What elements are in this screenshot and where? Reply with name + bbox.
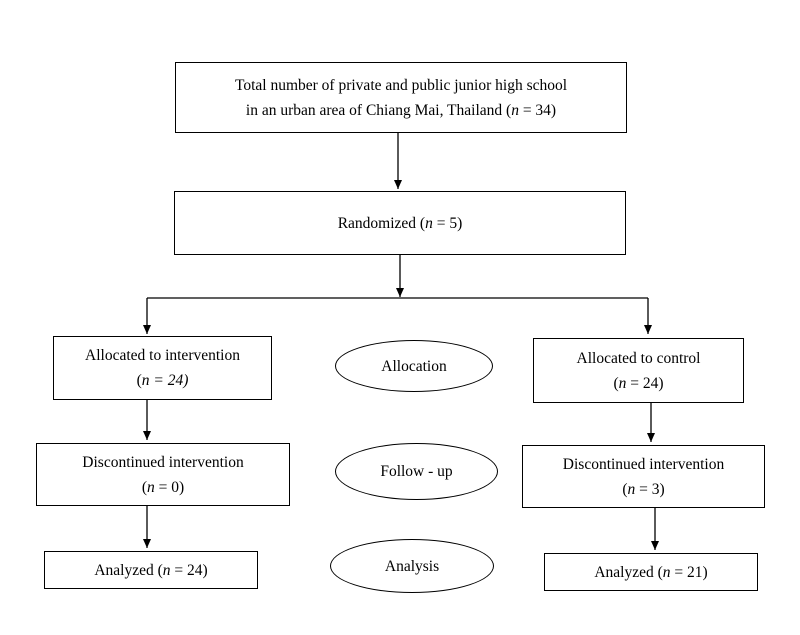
disc-control-line2-suffix: = 3): [635, 480, 665, 498]
analyzed-control-text: Analyzed (n = 21): [594, 560, 707, 585]
discontinued-control-box: Discontinued intervention (n = 3): [522, 445, 765, 508]
analyzed-control-n-label: n: [662, 563, 671, 581]
randomized-box: Randomized (n = 5): [174, 191, 626, 255]
disc-intervention-line2-prefix: (: [141, 478, 147, 496]
disc-control-n-label: n: [627, 480, 636, 498]
disc-intervention-line1: Discontinued intervention: [82, 453, 244, 471]
alloc-control-line2: (n = 24): [613, 371, 663, 396]
disc-control-line2-prefix: (: [622, 480, 628, 498]
stage-analysis-oval: Analysis: [330, 539, 494, 593]
disc-intervention-line2-suffix: = 0): [154, 478, 185, 496]
stage-analysis-label: Analysis: [384, 557, 440, 575]
total-n-label: n: [511, 101, 519, 119]
analyzed-intervention-text: Analyzed (n = 24): [94, 558, 207, 583]
total-line1: Total number of private and public junio…: [234, 76, 568, 94]
analyzed-control-box: Analyzed (n = 21): [544, 553, 758, 591]
analyzed-intervention-prefix: Analyzed (: [94, 561, 163, 579]
analyzed-intervention-n-label: n: [162, 561, 171, 579]
total-line2-prefix: in an urban area of Chiang Mai, Thailand…: [245, 101, 512, 119]
alloc-control-line2-suffix: = 24): [626, 374, 664, 392]
stage-follow-up-label: Follow - up: [380, 463, 453, 480]
allocated-control-box: Allocated to control (n = 24): [533, 338, 744, 403]
randomized-suffix: = 5): [432, 214, 463, 232]
stage-follow-up-oval: Follow - up: [335, 443, 498, 500]
total-line2-suffix: = 34): [518, 101, 557, 119]
analyzed-control-prefix: Analyzed (: [594, 563, 663, 581]
alloc-control-line1: Allocated to control: [576, 349, 701, 367]
total-schools-box: Total number of private and public junio…: [175, 62, 627, 133]
alloc-intervention-line2: (n = 24): [137, 368, 189, 393]
disc-control-line2: (n = 3): [622, 477, 664, 502]
alloc-intervention-line2-suffix: = 24): [149, 372, 189, 389]
randomized-text: Randomized (n = 5): [338, 211, 463, 236]
total-line2: in an urban area of Chiang Mai, Thailand…: [246, 98, 556, 123]
stage-allocation-label: Allocation: [381, 357, 447, 375]
discontinued-intervention-box: Discontinued intervention (n = 0): [36, 443, 290, 506]
alloc-intervention-line2-prefix: (: [136, 372, 142, 389]
analyzed-control-suffix: = 21): [670, 563, 708, 581]
alloc-intervention-line1: Allocated to intervention: [85, 347, 240, 364]
stage-allocation-oval: Allocation: [335, 340, 493, 392]
analyzed-intervention-box: Analyzed (n = 24): [44, 551, 258, 589]
allocated-intervention-box: Allocated to intervention (n = 24): [53, 336, 272, 400]
disc-intervention-line2: (n = 0): [142, 475, 184, 500]
alloc-control-n-label: n: [618, 374, 627, 392]
alloc-control-line2-prefix: (: [613, 374, 619, 392]
alloc-intervention-n-label: n: [141, 372, 150, 389]
randomized-n-label: n: [425, 214, 433, 232]
disc-control-line1: Discontinued intervention: [562, 455, 725, 473]
randomized-prefix: Randomized (: [337, 214, 426, 232]
analyzed-intervention-suffix: = 24): [170, 561, 208, 579]
disc-intervention-n-label: n: [147, 478, 155, 496]
